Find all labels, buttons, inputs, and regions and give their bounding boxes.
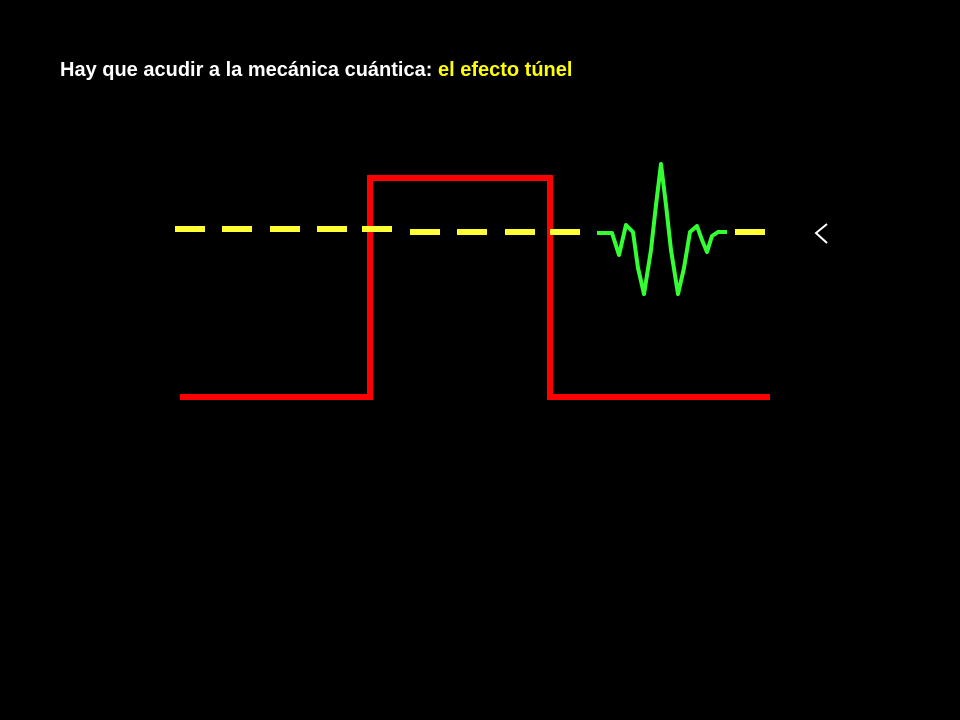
title-accent-text: el efecto túnel xyxy=(437,59,573,81)
title-main-text: Hay que acudir a la mecánica cuántica: xyxy=(60,59,438,81)
wave-packet xyxy=(597,162,727,296)
potential-barrier xyxy=(180,175,770,400)
page-title: Hay que acudir a la mecánica cuántica: e… xyxy=(60,58,572,82)
incoming-arrow-icon xyxy=(814,223,828,244)
energy-level-dashed-line xyxy=(175,226,765,235)
